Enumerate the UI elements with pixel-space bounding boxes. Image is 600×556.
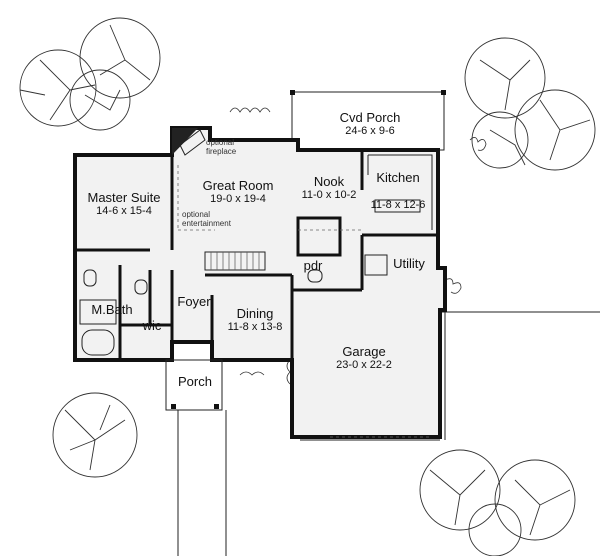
great-room-label: Great Room 19-0 x 19-4 bbox=[202, 178, 274, 205]
dining-label: Dining 11-8 x 13-8 bbox=[227, 306, 283, 333]
front-walk bbox=[177, 410, 227, 556]
garage-label: Garage 23-0 x 22-2 bbox=[336, 344, 392, 371]
front-porch-outline bbox=[165, 359, 223, 411]
kitchen-counters bbox=[364, 154, 433, 276]
utility-label: Utility bbox=[393, 256, 425, 271]
optional-entertainment-note: optional entertainment bbox=[182, 210, 231, 228]
stairs bbox=[204, 251, 266, 271]
master-suite-label: Master Suite 14-6 x 15-4 bbox=[87, 190, 161, 217]
wic-label: wic bbox=[142, 318, 162, 333]
kitchen-label: Kitchen 11-8 x 12-6 bbox=[370, 170, 426, 211]
tree-top-left bbox=[19, 17, 161, 131]
interior-walls bbox=[75, 150, 438, 360]
landscape-trees bbox=[19, 17, 596, 556]
tree-bottom-right bbox=[419, 449, 576, 556]
tree-bottom-left bbox=[52, 392, 138, 478]
foyer-label: Foyer bbox=[177, 294, 211, 309]
nook-label: Nook 11-0 x 10-2 bbox=[301, 174, 357, 201]
optional-fireplace-note: optional fireplace bbox=[206, 138, 237, 156]
bath-fixtures bbox=[79, 269, 323, 356]
cvd-porch-label: Cvd Porch 24-6 x 9-6 bbox=[339, 110, 401, 137]
pdr-label: pdr bbox=[303, 258, 323, 273]
porch-label: Porch bbox=[178, 374, 212, 389]
m-bath-label: M.Bath bbox=[91, 302, 133, 317]
tree-top-right bbox=[464, 37, 596, 171]
